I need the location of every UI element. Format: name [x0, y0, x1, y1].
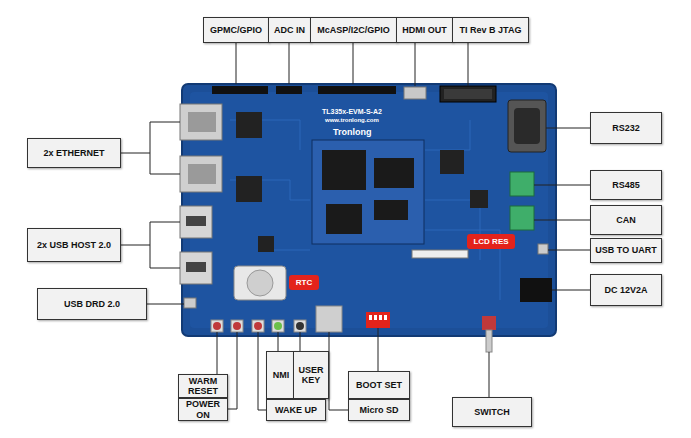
callout-text: POWER ON — [179, 399, 227, 420]
port-callout: DC 12V2A — [590, 274, 662, 306]
callout-text: RS485 — [610, 180, 642, 190]
callout-text: RTC — [294, 278, 314, 287]
header-callout: GPMC/GPIO — [203, 17, 269, 43]
callout-text: Micro SD — [357, 405, 400, 415]
port-callout: USB TO UART — [590, 238, 662, 263]
button-callout: WARM RESET — [178, 374, 228, 398]
callout-text: NMI — [271, 370, 292, 380]
callout-text: 2x USB HOST 2.0 — [35, 240, 113, 250]
callout-text: McASP/I2C/GPIO — [315, 25, 392, 35]
red-tag: RTC — [289, 275, 319, 290]
switch-callout: SWITCH — [452, 397, 532, 427]
port-callout: HDMI OUT — [396, 17, 453, 43]
callout-text: CAN — [614, 215, 638, 225]
callout-text: DC 12V2A — [602, 285, 649, 295]
callout-text: WAKE UP — [273, 405, 319, 415]
board-brand: Tronlong — [333, 127, 372, 137]
callout-text: TI Rev B JTAG — [458, 25, 524, 35]
port-callout: RS232 — [590, 112, 662, 144]
callout-text: ADC IN — [272, 25, 307, 35]
port-callout: USB DRD 2.0 — [37, 288, 147, 320]
port-callout: CAN — [590, 205, 662, 235]
callout-text: 2x ETHERNET — [41, 148, 106, 158]
callout-text: RS232 — [610, 123, 642, 133]
button-callout: POWER ON — [178, 398, 228, 421]
header-callout: ADC IN — [268, 17, 311, 43]
callout-text: USB TO UART — [593, 245, 658, 255]
header-callout: McASP/I2C/GPIO — [310, 17, 397, 43]
callout-text: USB DRD 2.0 — [62, 299, 122, 309]
port-callout: 2x ETHERNET — [27, 138, 121, 168]
board-model: TL335x-EVM-S-A2 — [322, 108, 382, 115]
callout-text: WARM RESET — [179, 376, 227, 397]
callout-text: GPMC/GPIO — [208, 25, 264, 35]
button-callout: USER KEY — [293, 351, 329, 399]
slot-callout: Micro SD — [348, 399, 410, 421]
board-url: www.tronlong.com — [325, 117, 379, 123]
callout-text: BOOT SET — [354, 380, 404, 390]
callout-text: HDMI OUT — [400, 25, 449, 35]
callout-text: USER KEY — [294, 365, 328, 386]
port-callout: 2x USB HOST 2.0 — [27, 228, 121, 262]
switch-callout: BOOT SET — [348, 371, 410, 399]
callout-text: SWITCH — [472, 407, 512, 417]
port-callout: RS485 — [590, 170, 662, 200]
button-callout: WAKE UP — [266, 399, 326, 421]
callout-text: LCD RES — [471, 237, 510, 246]
red-tag: LCD RES — [467, 234, 515, 249]
port-callout: TI Rev B JTAG — [452, 17, 529, 43]
button-callout: NMI — [266, 351, 296, 399]
